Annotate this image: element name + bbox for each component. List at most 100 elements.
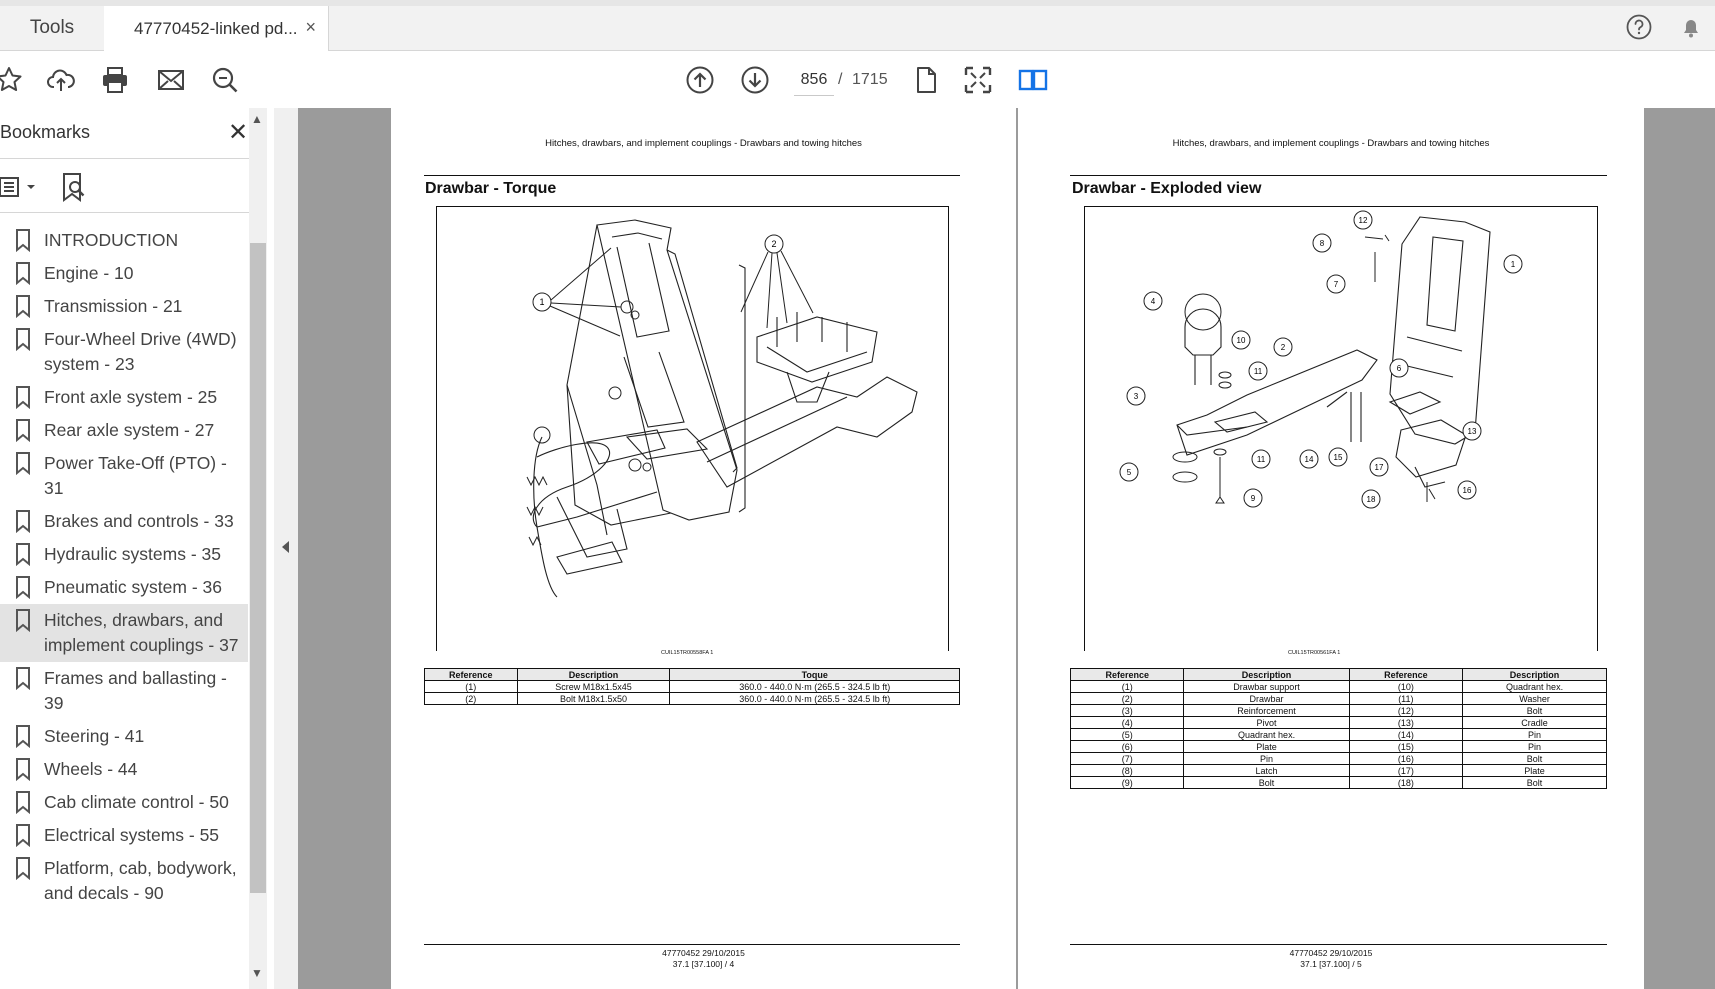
table-cell: (5) <box>1069 728 1185 741</box>
bookmark-star-icon[interactable] <box>0 65 24 95</box>
callout-label: 7 <box>1334 280 1339 289</box>
footer-rule <box>1070 944 1607 945</box>
callout-label: 15 <box>1334 453 1343 462</box>
table-cell: Washer <box>1462 692 1607 705</box>
bookmark-item[interactable]: Platform, cab, bodywork, and decals - 90 <box>0 852 248 910</box>
bookmark-label: Cab climate control - 50 <box>44 792 229 812</box>
table-cell: (8) <box>1069 764 1185 777</box>
bookmark-item[interactable]: Hitches, drawbars, and implement couplin… <box>0 604 248 662</box>
bookmark-icon <box>16 857 30 880</box>
tab-document[interactable]: 47770452-linked pd... × <box>104 6 329 51</box>
two-page-view-icon[interactable] <box>1018 65 1048 95</box>
callout-label: 18 <box>1367 495 1376 504</box>
single-page-icon[interactable] <box>911 65 941 95</box>
print-icon[interactable] <box>100 65 130 95</box>
callout-13 <box>1462 421 1482 441</box>
bookmark-icon <box>16 295 30 318</box>
bookmark-scroll-thumb[interactable] <box>250 243 266 893</box>
drawbar-torque-figure: 1 2 <box>436 206 949 651</box>
bookmark-item[interactable]: Electrical systems - 55 <box>0 819 248 852</box>
bookmark-icon <box>16 452 30 475</box>
collapse-panel-icon[interactable] <box>282 541 289 553</box>
table-cell: Bolt M18x1.5x50 <box>516 692 671 705</box>
callout-4 <box>1143 291 1163 311</box>
help-icon[interactable] <box>1626 14 1652 40</box>
table-cell: (14) <box>1348 728 1464 741</box>
page-up-icon[interactable] <box>685 65 715 95</box>
callout-17 <box>1369 457 1389 477</box>
table-cell: Quadrant hex. <box>1183 728 1350 741</box>
bookmark-item[interactable]: Frames and ballasting - 39 <box>0 662 248 720</box>
table-cell: (17) <box>1348 764 1464 777</box>
bookmarks-close-icon[interactable]: ✕ <box>228 119 249 146</box>
running-head: Hitches, drawbars, and implement couplin… <box>545 138 862 149</box>
bookmark-item[interactable]: Hydraulic systems - 35 <box>0 538 248 571</box>
bookmark-icon <box>16 386 30 409</box>
table-cell: Pin <box>1183 752 1350 765</box>
bookmark-item[interactable]: Engine - 10 <box>0 257 248 290</box>
bookmark-item[interactable]: Front axle system - 25 <box>0 381 248 414</box>
figure-code: CUIL15TR00558FA 1 <box>661 650 714 656</box>
table-row: (6)Plate(15)Pin <box>1069 740 1607 753</box>
bookmark-item[interactable]: Pneumatic system - 36 <box>0 571 248 604</box>
bookmark-label: Transmission - 21 <box>44 296 183 316</box>
bookmark-label: Hydraulic systems - 35 <box>44 544 221 564</box>
bookmarks-tools <box>0 168 260 208</box>
callout-label: 17 <box>1375 463 1384 472</box>
bookmark-item[interactable]: Transmission - 21 <box>0 290 248 323</box>
footer-page-ref: 37.1 [37.100] / 5 <box>1300 959 1362 969</box>
tab-tools[interactable]: Tools <box>0 6 105 50</box>
zoom-search-icon[interactable] <box>210 65 240 95</box>
upload-cloud-icon[interactable] <box>46 65 76 95</box>
notification-bell-icon[interactable] <box>1678 14 1704 40</box>
callout-1 <box>1503 254 1523 274</box>
callout-2 <box>740 234 814 329</box>
bookmark-label: Platform, cab, bodywork, and decals - 90 <box>44 858 237 903</box>
page-number-input[interactable]: 856 <box>794 65 834 96</box>
bookmark-options-icon[interactable] <box>0 174 40 200</box>
callout-11 <box>1248 361 1268 381</box>
table-row: (8)Latch(17)Plate <box>1069 764 1607 777</box>
table-header: Description <box>1183 668 1350 681</box>
bookmark-find-icon[interactable] <box>60 172 88 204</box>
table-cell: (6) <box>1069 740 1185 753</box>
callout-label: 3 <box>1134 392 1139 401</box>
page-down-icon[interactable] <box>740 65 770 95</box>
footer-doc-date: 47770452 29/10/2015 <box>662 948 745 958</box>
scroll-down-icon[interactable]: ▼ <box>251 966 263 980</box>
table-cell: Plate <box>1183 740 1350 753</box>
scroll-up-icon[interactable]: ▲ <box>251 112 263 126</box>
bookmark-label: Four-Wheel Drive (4WD) system - 23 <box>44 329 237 374</box>
bookmark-item[interactable]: Rear axle system - 27 <box>0 414 248 447</box>
bookmark-icon <box>16 576 30 599</box>
email-icon[interactable] <box>156 65 186 95</box>
table-cell: 360.0 - 440.0 N·m (265.5 - 324.5 lb ft) <box>669 680 960 693</box>
bookmark-item[interactable]: Four-Wheel Drive (4WD) system - 23 <box>0 323 248 381</box>
callout-label: 2 <box>1281 343 1286 352</box>
bookmark-label: INTRODUCTION <box>44 230 179 250</box>
bookmark-item[interactable]: Wheels - 44 <box>0 753 248 786</box>
fit-page-icon[interactable] <box>963 65 993 95</box>
bookmark-item[interactable]: Steering - 41 <box>0 720 248 753</box>
bookmark-item[interactable]: Cab climate control - 50 <box>0 786 248 819</box>
bookmark-item[interactable]: Brakes and controls - 33 <box>0 505 248 538</box>
bookmark-item[interactable]: INTRODUCTION <box>0 224 248 257</box>
bookmark-list: INTRODUCTION Engine - 10 Transmission - 21… <box>0 224 248 989</box>
running-head: Hitches, drawbars, and implement couplin… <box>1172 138 1490 149</box>
callout-label: 5 <box>1127 468 1132 477</box>
callout-10 <box>1231 330 1251 350</box>
table-cell: (4) <box>1069 716 1185 729</box>
bookmark-label: Brakes and controls - 33 <box>44 511 234 531</box>
table-cell: Cradle <box>1462 716 1607 729</box>
bookmark-icon <box>16 609 30 632</box>
tab-close-icon[interactable]: × <box>305 17 316 37</box>
bookmark-item[interactable]: Power Take-Off (PTO) - 31 <box>0 447 248 505</box>
table-header: Description <box>1462 668 1607 681</box>
footer-doc-date: 47770452 29/10/2015 <box>1289 948 1373 958</box>
table-cell: Plate <box>1462 764 1607 777</box>
document-page-left: Hitches, drawbars, and implement couplin… <box>391 108 1016 989</box>
table-row: (9)Bolt(18)Bolt <box>1069 776 1607 789</box>
